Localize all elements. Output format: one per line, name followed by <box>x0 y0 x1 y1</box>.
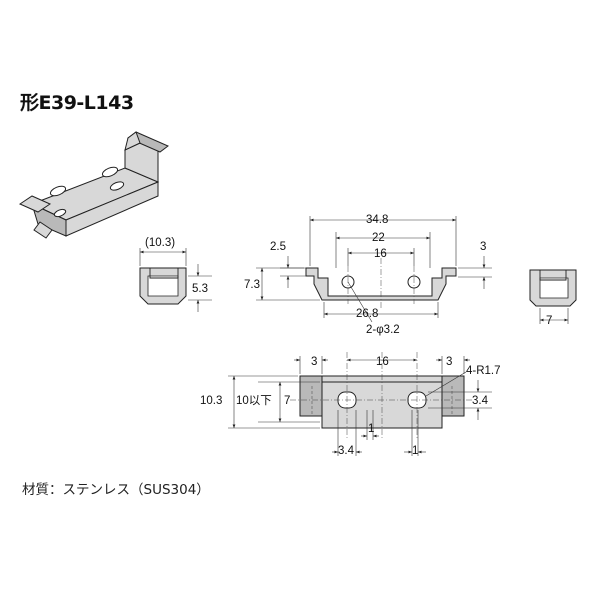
right-side-view <box>529 269 577 324</box>
front-view <box>256 216 492 323</box>
dim-top-bottom-right: 1 <box>412 445 418 457</box>
dim-front-height: 7.3 <box>244 279 260 291</box>
dim-top-left-flange: 3 <box>311 356 317 368</box>
dim-left-width: (10.3) <box>145 237 175 249</box>
dim-front-hole-span: 22 <box>372 232 385 244</box>
bracket-isometric-illustration <box>18 131 169 239</box>
dim-front-flange-left: 2.5 <box>270 241 286 253</box>
dim-top-right-flange: 3 <box>446 356 452 368</box>
dim-top-height: 7 <box>284 395 290 407</box>
dim-top-inner: 16 <box>376 356 389 368</box>
dim-front-bottom: 26.8 <box>356 308 378 320</box>
product-title: 形E39-L143 <box>20 92 134 114</box>
dim-right-width: 7 <box>546 315 552 327</box>
dim-top-slot: 3.4 <box>472 395 489 407</box>
top-view <box>228 352 492 456</box>
dim-front-total: 34.8 <box>366 214 388 226</box>
dim-top-max: 10以下 <box>236 394 272 407</box>
dim-front-flange-right: 3 <box>480 241 486 253</box>
dim-top-bottom-mid: 1 <box>368 423 374 435</box>
dim-front-holes: 2-φ3.2 <box>366 324 400 336</box>
dim-top-bottom-left: 3.4 <box>338 445 355 457</box>
left-side-view <box>139 248 212 312</box>
dim-front-inner: 16 <box>374 248 387 260</box>
material-note: 材質：ステンレス（SUS304） <box>22 482 210 498</box>
dim-top-radius: 4-R1.7 <box>466 365 501 377</box>
dim-left-height: 5.3 <box>192 283 208 295</box>
dim-top-overall: 10.3 <box>200 395 222 407</box>
